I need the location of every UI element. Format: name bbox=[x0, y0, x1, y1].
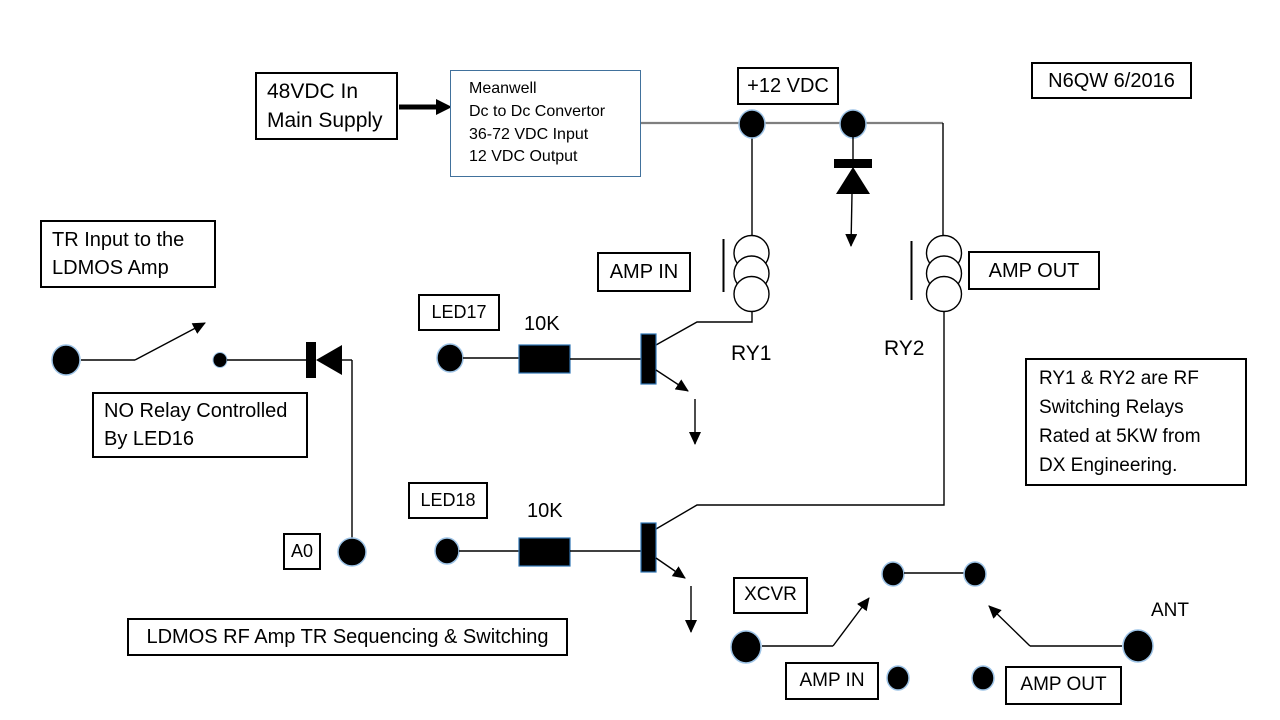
supply-48vdc-box: 48VDC In Main Supply bbox=[255, 72, 398, 140]
q2-base-resistor bbox=[518, 537, 571, 567]
ant-terminal-dot bbox=[1122, 629, 1154, 663]
led18-box: LED18 bbox=[408, 482, 488, 519]
amp-out-contact-dot bbox=[971, 665, 995, 691]
amp-in-contact-dot bbox=[886, 665, 910, 691]
q2-emitter-arrow bbox=[655, 557, 686, 579]
relay-rating-note-box: RY1 & RY2 are RF Switching Relays Rated … bbox=[1025, 358, 1247, 486]
tr-input-switch bbox=[51, 322, 306, 376]
resistor-value-label-bottom: 10K bbox=[527, 500, 563, 522]
q1-transistor-bar bbox=[640, 333, 657, 385]
ry2-label: RY2 bbox=[884, 337, 925, 360]
switch-arm-arrow bbox=[134, 322, 206, 361]
ry2-coil-icon bbox=[910, 234, 963, 313]
q1-base-resistor bbox=[518, 344, 571, 374]
rf-path-switches bbox=[730, 561, 1154, 691]
q2-transistor-bar bbox=[640, 522, 657, 573]
ant-switch-arm-arrow bbox=[988, 605, 1031, 647]
amp-out-relay-box: AMP OUT bbox=[968, 251, 1100, 290]
diagram-title-box: LDMOS RF Amp TR Sequencing & Switching bbox=[127, 618, 568, 656]
meanwell-converter-box: Meanwell Dc to Dc Convertor 36-72 VDC In… bbox=[450, 70, 641, 177]
ant-label: ANT bbox=[1151, 600, 1189, 621]
junction-dot bbox=[738, 109, 766, 139]
xcvr-terminal-dot bbox=[730, 630, 762, 664]
led17-drive-chain bbox=[436, 333, 701, 445]
author-date-box: N6QW 6/2016 bbox=[1031, 62, 1192, 99]
switch-pole-dot bbox=[212, 352, 228, 368]
a0-terminal-dot bbox=[337, 537, 367, 567]
amp-out-port-box: AMP OUT bbox=[1005, 666, 1122, 705]
amp-in-port-box: AMP IN bbox=[785, 662, 879, 700]
led18-terminal-dot bbox=[434, 537, 460, 565]
led18-drive-chain bbox=[434, 522, 697, 633]
rail-diode-icon bbox=[834, 130, 872, 247]
series-diode-icon bbox=[306, 342, 352, 378]
a0-pin-box: A0 bbox=[283, 533, 321, 570]
plus-12vdc-box: +12 VDC bbox=[737, 67, 839, 105]
supply-to-converter-arrow bbox=[399, 99, 452, 115]
amp-in-relay-box: AMP IN bbox=[597, 252, 691, 292]
ry1-coil-icon bbox=[722, 234, 770, 313]
ry1-label: RY1 bbox=[731, 342, 772, 365]
xcvr-box: XCVR bbox=[733, 577, 808, 614]
xcvr-switch-arm-arrow bbox=[832, 597, 870, 647]
led17-box: LED17 bbox=[418, 294, 500, 331]
tr-input-box: TR Input to the LDMOS Amp bbox=[40, 220, 216, 288]
relay-contact-dot bbox=[963, 561, 987, 587]
led17-terminal-dot bbox=[436, 343, 464, 373]
ry2-collector-wire bbox=[655, 311, 945, 530]
relay-contact-dot bbox=[881, 561, 905, 587]
q1-emitter-arrow bbox=[655, 369, 689, 392]
resistor-value-label-top: 10K bbox=[524, 313, 560, 335]
ry1-collector-wire bbox=[655, 311, 753, 346]
tr-terminal-dot bbox=[51, 344, 81, 376]
no-relay-note-box: NO Relay Controlled By LED16 bbox=[92, 392, 308, 458]
